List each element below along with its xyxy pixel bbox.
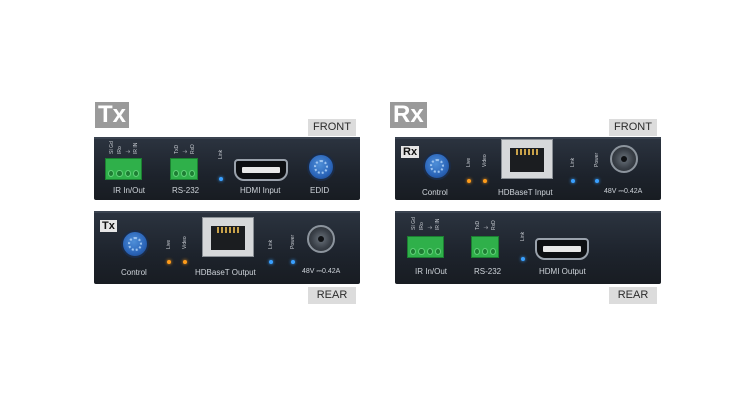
tx-front-panel: SI Gd IRo ⏚ IR IN IR In/Out TxD ⏚ RxD RS… (94, 137, 360, 200)
rx-front-label: FRONT (609, 119, 657, 136)
terminal-screw (116, 170, 123, 177)
hdmi-output-port[interactable] (535, 238, 589, 260)
hdmi-input-label: HDMI Input (240, 186, 281, 195)
rs232-terminal-block[interactable] (170, 158, 198, 180)
tx-rear-panel: Tx Control Live Video HDBaseT Output Lin… (94, 211, 360, 284)
rs232-label: RS-232 (474, 267, 502, 276)
video-led-label: Video (482, 154, 488, 167)
link-led-label: Link (218, 149, 224, 159)
hdmi-input-port[interactable] (234, 159, 288, 181)
rs232-pin-label: ⏚ (484, 224, 490, 230)
power-connector[interactable] (307, 225, 335, 253)
video-led (183, 260, 187, 264)
rx-badge: Rx (401, 146, 420, 158)
panel-rim (94, 211, 360, 213)
terminal-screw (189, 170, 195, 177)
live-led (467, 179, 471, 183)
tx-title: Tx (95, 102, 130, 128)
hdbaset-input-label: HDBaseT Input (498, 188, 553, 197)
ir-pin-label: ⏚ (428, 224, 434, 230)
ir-pin-label: IR IN (435, 218, 441, 230)
rs232-label: RS-232 (172, 186, 200, 195)
control-label: Control (422, 188, 448, 197)
link-led-label: Link (570, 157, 576, 167)
power-led (595, 179, 599, 183)
ir-pin-label: ⏚ (126, 148, 132, 154)
tx-badge: Tx (100, 220, 117, 232)
live-led-label: Live (466, 157, 472, 167)
ir-terminal-block[interactable] (105, 158, 142, 180)
link-led (269, 260, 273, 264)
rj45-contacts (516, 149, 538, 155)
link-led (571, 179, 575, 183)
hdmi-port-insert (242, 167, 280, 173)
video-led (483, 179, 487, 183)
terminal-screw (132, 170, 139, 177)
terminal-screw (173, 170, 179, 177)
video-led-label: Video (182, 236, 188, 249)
edid-rotary-switch[interactable] (307, 153, 335, 181)
rx-title: Rx (390, 102, 427, 128)
terminal-screw (434, 248, 441, 255)
power-spec: 48V ⎓0.42A (604, 188, 643, 195)
power-spec: 48V ⎓0.42A (302, 268, 341, 275)
hdmi-port-insert (543, 246, 581, 252)
terminal-screw (474, 248, 480, 255)
rs232-pin-label: RxD (491, 220, 497, 230)
terminal-screw (426, 248, 433, 255)
terminal-screw (418, 248, 425, 255)
link-led-label: Link (268, 239, 274, 249)
rs232-pin-label: TxD (475, 220, 481, 230)
ir-pin-label: IR IN (133, 142, 139, 154)
rx-rear-panel: SI Gd IRo ⏚ IR IN IR In/Out TxD ⏚ RxD RS… (395, 211, 661, 284)
power-label: Power (290, 234, 296, 249)
link-led-label: Link (520, 231, 526, 241)
power-led (291, 260, 295, 264)
hdmi-output-label: HDMI Output (539, 267, 586, 276)
ir-label: IR In/Out (415, 267, 448, 276)
tx-front-label: FRONT (308, 119, 356, 136)
control-rotary-switch[interactable] (121, 230, 149, 258)
terminal-screw (490, 248, 496, 255)
hdbaset-output-label: HDBaseT Output (195, 268, 256, 277)
terminal-screw (181, 170, 187, 177)
link-led (521, 257, 525, 261)
hdbaset-input-port[interactable] (501, 139, 553, 179)
rs232-terminal-block[interactable] (471, 236, 499, 258)
tx-rear-label: REAR (308, 287, 356, 304)
rs232-pin-label: TxD (174, 144, 180, 154)
terminal-screw (482, 248, 488, 255)
terminal-screw (108, 170, 115, 177)
terminal-screw (410, 248, 417, 255)
control-label: Control (121, 268, 147, 277)
live-led (167, 260, 171, 264)
control-rotary-switch[interactable] (423, 152, 451, 180)
rx-rear-label: REAR (609, 287, 657, 304)
terminal-screw (124, 170, 131, 177)
panel-rim (94, 137, 360, 139)
live-led-label: Live (166, 239, 172, 249)
panel-rim (395, 211, 661, 213)
panel-rim (395, 137, 661, 139)
ir-pin-label: IRo (419, 222, 425, 230)
rs232-pin-label: RxD (190, 144, 196, 154)
ir-pin-label: IRo (117, 146, 123, 154)
ir-pin-label: SI Gd (411, 217, 417, 230)
edid-label: EDID (310, 186, 330, 195)
rj45-contacts (217, 227, 239, 233)
ir-label: IR In/Out (113, 186, 146, 195)
ir-pin-label: SI Gd (109, 141, 115, 154)
link-led (219, 177, 223, 181)
hdbaset-output-port[interactable] (202, 217, 254, 257)
power-connector[interactable] (610, 145, 638, 173)
power-label: Power (594, 152, 600, 167)
rs232-pin-label: ⏚ (183, 148, 189, 154)
ir-terminal-block[interactable] (407, 236, 444, 258)
rx-front-panel: Rx Control Live Video HDBaseT Input Link… (395, 137, 661, 200)
